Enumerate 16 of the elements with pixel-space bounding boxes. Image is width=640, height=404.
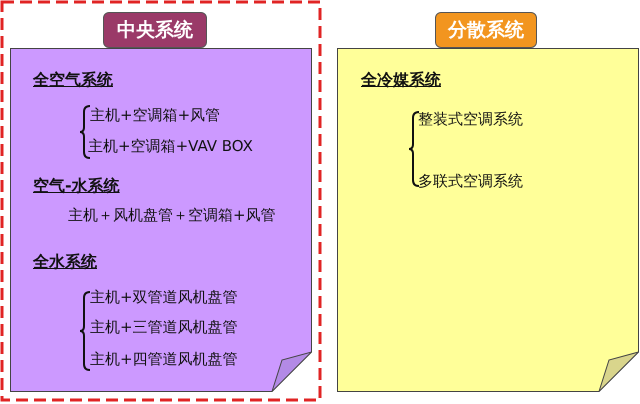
list-item: 主机+双管道风机盘管 [90,287,238,308]
list-item: 主机+空调箱+VAV BOX [88,136,253,157]
sticky-note [337,48,639,392]
list-item: 主机＋风机盘管＋空调箱+风管 [68,205,276,226]
section-heading: 空气-水系统 [33,175,120,197]
tab-label: 分散系统 [435,12,537,48]
list-item: 主机+三管道风机盘管 [90,317,238,338]
list-item: 多联式空调系统 [418,171,523,192]
list-item: 整装式空调系统 [418,109,523,130]
tab-label: 中央系统 [103,12,207,48]
section-heading: 全水系统 [33,251,97,273]
list-item: 主机+四管道风机盘管 [90,349,238,370]
section-heading: 全冷媒系统 [361,69,441,91]
section-heading: 全空气系统 [33,69,113,91]
sticky-note [10,48,312,392]
list-item: 主机+空调箱+风管 [90,105,220,126]
